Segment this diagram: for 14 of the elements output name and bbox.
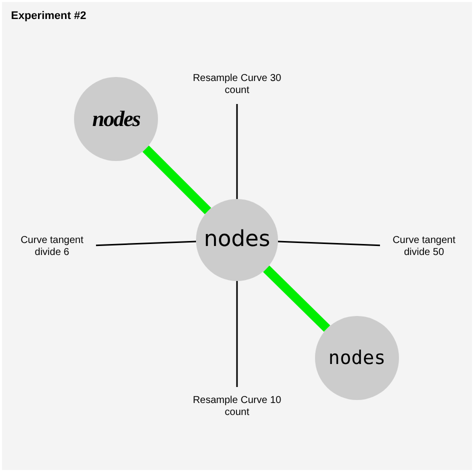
parameter-label: Resample Curve 10 count — [187, 387, 287, 427]
title: Experiment #2 — [11, 9, 86, 24]
thick-connector — [263, 266, 330, 332]
parameter-label: Resample Curve 30 count — [187, 66, 287, 104]
parameter-label: Curve tangent divide 50 — [380, 221, 468, 273]
connector-line — [236, 281, 238, 387]
connector-line — [96, 240, 196, 246]
node-word: nodes — [204, 229, 270, 251]
node-word: nodes — [328, 348, 386, 368]
parameter-label: Curve tangent divide 6 — [8, 221, 96, 273]
connector-line — [278, 240, 380, 246]
connector-line — [236, 104, 238, 199]
thick-connector — [142, 146, 212, 214]
node-word: nodes — [92, 108, 140, 130]
